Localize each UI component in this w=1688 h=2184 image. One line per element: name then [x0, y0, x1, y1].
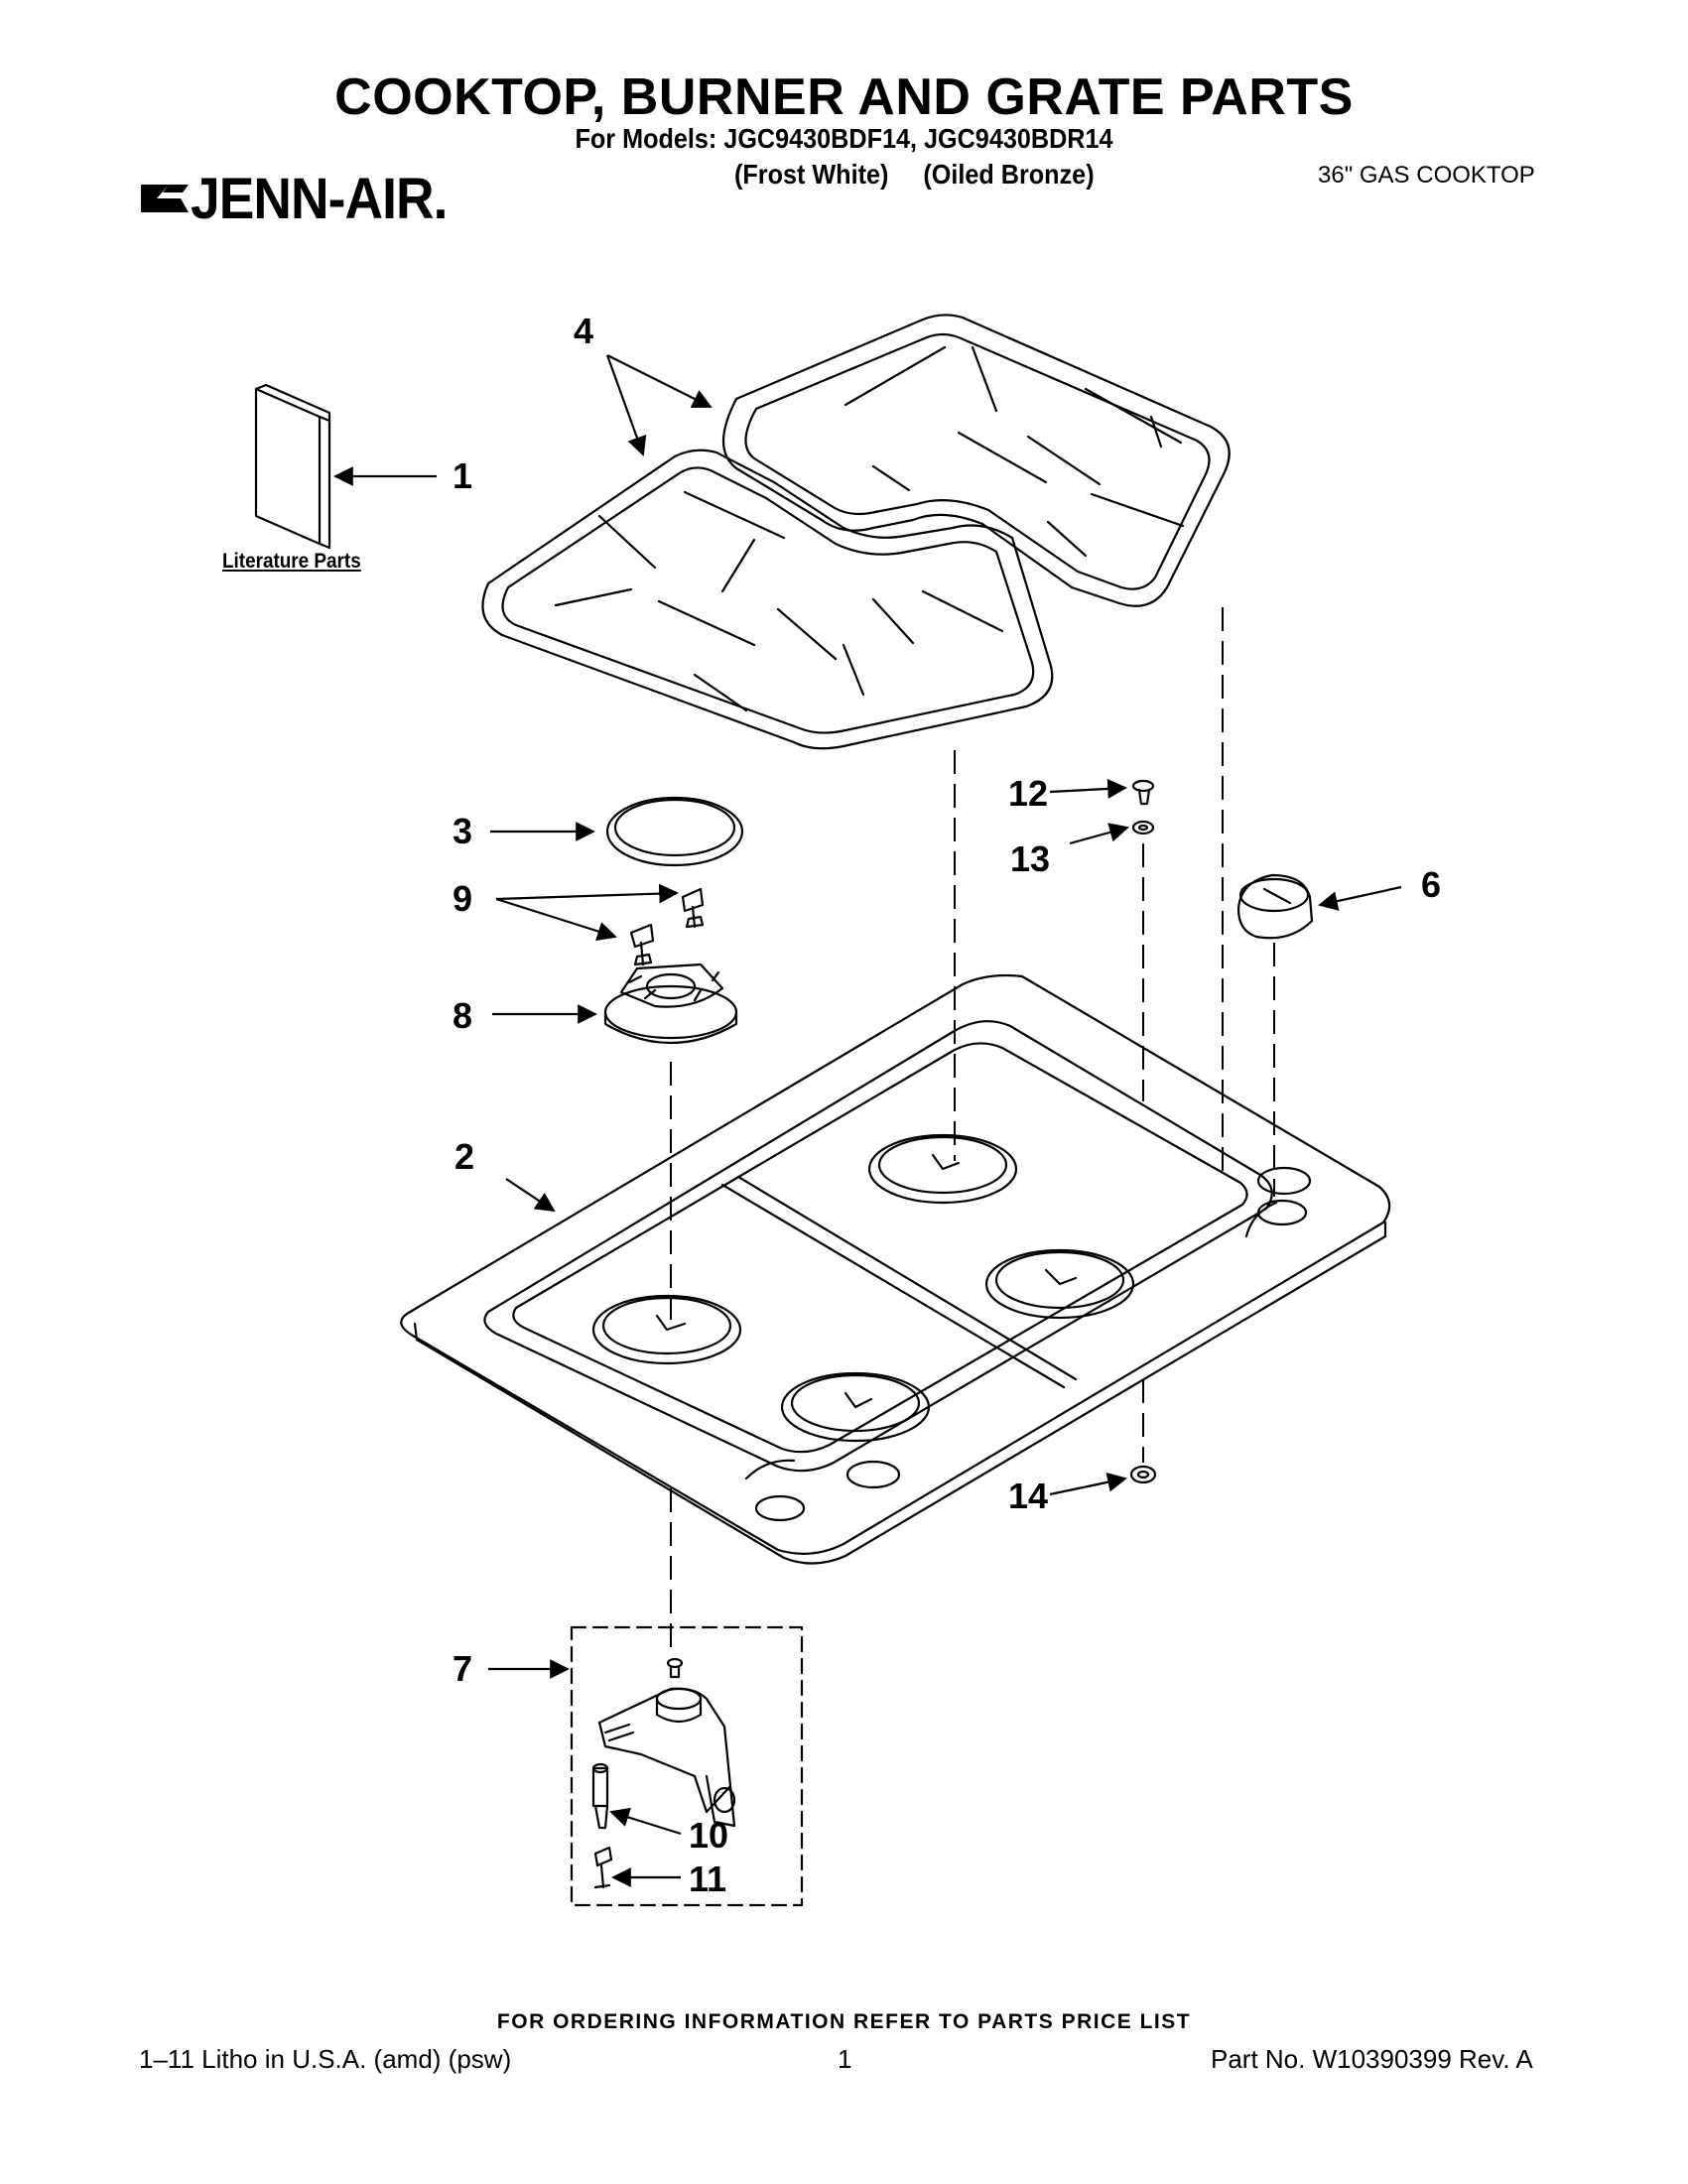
callout-14: 14 — [1008, 1476, 1048, 1516]
callout-9: 9 — [453, 878, 472, 919]
brand-mark-icon — [141, 185, 189, 212]
ordering-note: FOR ORDERING INFORMATION REFER TO PARTS … — [496, 2010, 1192, 2033]
valve-assembly-box — [570, 1625, 804, 1907]
washer — [1131, 820, 1155, 835]
cooktop-main-top — [400, 973, 1391, 1565]
grate-left — [481, 449, 1054, 750]
color-variants: (Frost White) (Oiled Bronze) — [734, 159, 1095, 190]
callout-6: 6 — [1421, 864, 1441, 905]
control-knob — [1236, 873, 1314, 940]
valve-assembly — [591, 1657, 736, 1889]
literature-parts-label: Literature Parts — [222, 550, 361, 573]
cooktop-type: 36" GAS COOKTOP — [1318, 162, 1535, 189]
callout-7: 7 — [453, 1648, 472, 1689]
literature-booklet — [254, 383, 331, 550]
callout-1: 1 — [453, 455, 472, 496]
callout-13: 13 — [1010, 838, 1050, 879]
grommet — [1129, 1465, 1157, 1484]
callout-11: 11 — [689, 1859, 726, 1899]
callout-10: 10 — [689, 1815, 728, 1856]
leader-arrows — [333, 354, 1402, 1887]
page-number: 1 — [838, 2044, 852, 2074]
callout-2: 2 — [454, 1136, 474, 1177]
callout-labels: 1 2 3 4 6 7 8 9 10 11 12 13 14 — [453, 311, 1441, 1899]
models-line: For Models: JGC9430BDF14, JGC9430BDR14 — [575, 123, 1113, 154]
grate-right — [721, 314, 1231, 607]
burner-base — [603, 963, 738, 1044]
litho-note: 1–11 Litho in U.S.A. (amd) (psw) — [139, 2044, 512, 2074]
brand-logo: JENN-AIR. — [139, 163, 469, 234]
screw-pair — [629, 887, 705, 966]
page-title: COOKTOP, BURNER AND GRATE PARTS — [334, 68, 1354, 126]
part-number: Part No. W10390399 Rev. A — [1211, 2044, 1533, 2074]
burner-cap — [605, 796, 744, 867]
callout-3: 3 — [453, 811, 472, 851]
callout-12: 12 — [1008, 773, 1048, 814]
top-screw — [1131, 779, 1155, 806]
callout-8: 8 — [453, 995, 472, 1036]
brand-name: JENN-AIR. — [191, 166, 448, 231]
alignment-lines — [670, 607, 1275, 1647]
callout-4: 4 — [574, 311, 593, 351]
